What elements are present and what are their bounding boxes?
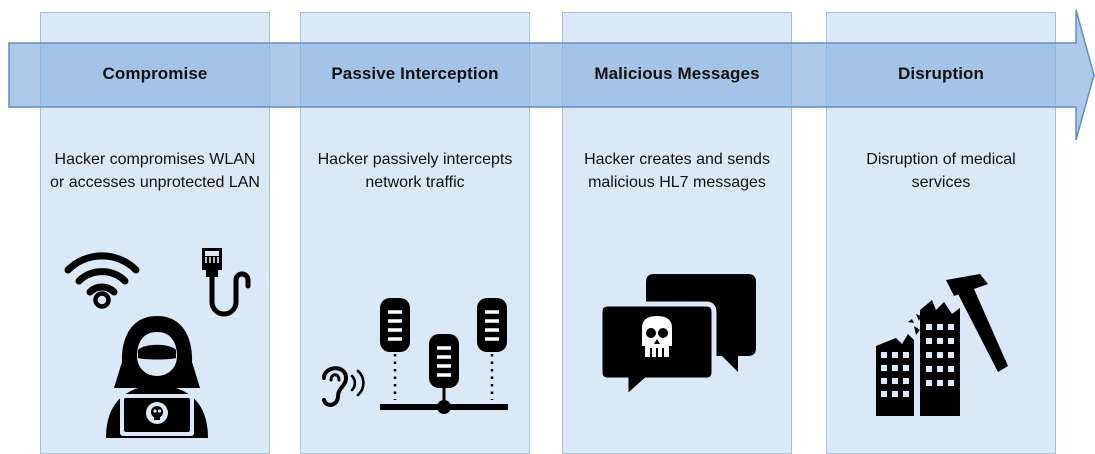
wifi-icon <box>64 252 140 309</box>
timeline-arrow <box>8 9 1095 141</box>
network-servers-icon <box>380 298 508 414</box>
stage-title-passive-interception: Passive Interception <box>331 64 499 83</box>
hammer-broken-building-icon <box>876 274 1008 416</box>
stage-title-disruption: Disruption <box>898 64 984 83</box>
ethernet-cable-icon <box>202 248 251 317</box>
ear-listening-icon <box>322 366 365 407</box>
stage-description-malicious-messages: Hacker creates and sends malicious HL7 m… <box>584 151 770 191</box>
skull-chat-bubbles-icon <box>597 274 756 404</box>
stage-title-compromise: Compromise <box>102 64 208 83</box>
stage-title-malicious-messages: Malicious Messages <box>594 64 760 83</box>
stage-description-compromise: Hacker compromises WLAN or accesses unpr… <box>50 151 260 191</box>
stage-description-disruption: Disruption of medical services <box>866 151 1016 191</box>
hooded-hacker-icon <box>106 316 208 438</box>
stage-description-passive-interception: Hacker passively intercepts network traf… <box>317 151 513 191</box>
